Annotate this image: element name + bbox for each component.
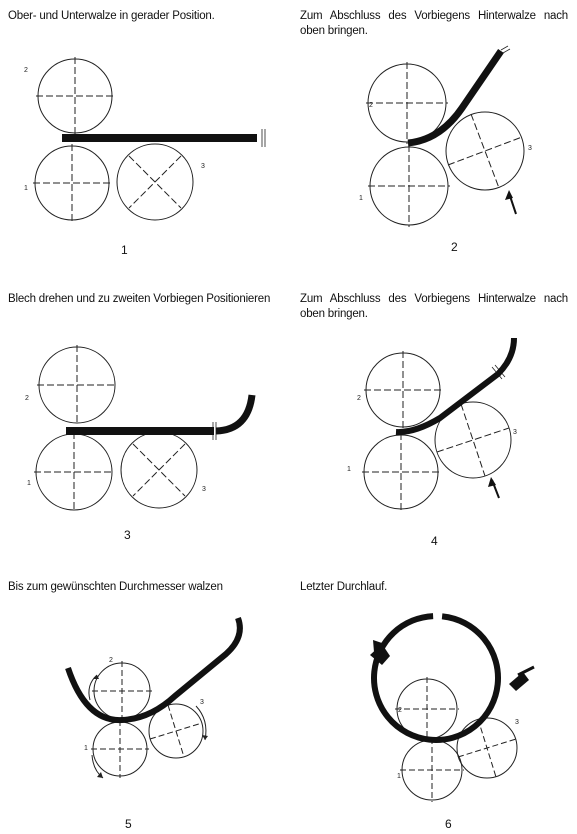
roll-label-rear: 3 <box>201 163 205 170</box>
sheet-metal-ring <box>371 613 501 743</box>
rotation-arrow-rear <box>195 705 207 741</box>
arrow-icon <box>488 477 500 499</box>
roll-label-bottom: 1 <box>84 745 88 752</box>
roll-label-top: 2 <box>398 707 402 714</box>
diagram-step-6: 2 1 3 <box>370 613 535 802</box>
sheet-metal <box>407 49 504 147</box>
sheet-metal <box>62 134 257 142</box>
feed-arrow-icon <box>370 640 390 665</box>
roll-label-rear: 3 <box>202 486 206 493</box>
roll-label-rear: 3 <box>528 145 532 152</box>
step-number-1: 1 <box>121 243 128 257</box>
diagram-step-2: 2 1 3 <box>359 45 532 227</box>
caption-step-1: Ober- und Unterwalze in gerader Position… <box>8 10 215 22</box>
diagram-step-4: 2 1 3 <box>347 337 517 511</box>
step-number-2: 2 <box>451 240 458 254</box>
caption-step-4: Zum Abschluss des Vorbiegens Hinterwalze… <box>300 293 568 320</box>
step-number-4: 4 <box>431 534 438 548</box>
step-number-6: 6 <box>445 817 452 831</box>
diagram-step-1: 2 1 3 <box>24 57 266 222</box>
caption-step-3: Blech drehen und zu zweiten Vorbiegen Po… <box>8 293 271 305</box>
arrow-icon <box>505 190 517 215</box>
sheet-metal <box>66 427 214 435</box>
rear-roll <box>148 703 204 759</box>
roll-label-top: 2 <box>24 67 28 74</box>
rear-roll <box>445 111 525 191</box>
diagram-step-3: 2 1 3 <box>25 345 256 512</box>
roll-label-top: 2 <box>369 102 373 109</box>
rear-roll <box>434 401 512 479</box>
roll-label-bottom: 1 <box>24 185 28 192</box>
roll-label-bottom: 1 <box>397 773 401 780</box>
diagram-step-5: 2 1 3 <box>65 616 243 779</box>
step-number-5: 5 <box>125 817 132 831</box>
roll-label-bottom: 1 <box>27 480 31 487</box>
roll-label-bottom: 1 <box>359 195 363 202</box>
step-number-3: 3 <box>124 528 131 542</box>
roll-label-rear: 3 <box>513 429 517 436</box>
caption-step-6: Letzter Durchlauf. <box>300 581 388 593</box>
sheet-metal <box>65 616 243 724</box>
roll-label-rear: 3 <box>515 719 519 726</box>
roll-label-top: 2 <box>357 395 361 402</box>
caption-step-5: Bis zum gewünschten Durchmesser walzen <box>8 581 223 593</box>
sheet-metal-bent-end <box>215 394 256 435</box>
pressure-arrow-icon <box>509 665 535 691</box>
roll-label-top: 2 <box>109 657 113 664</box>
caption-step-2: Zum Abschluss des Vorbiegens Hinterwalze… <box>300 10 568 37</box>
sheet-metal <box>395 337 517 436</box>
roll-label-rear: 3 <box>200 699 204 706</box>
rear-roll <box>116 143 194 221</box>
roll-label-top: 2 <box>25 395 29 402</box>
roll-label-bottom: 1 <box>347 466 351 473</box>
